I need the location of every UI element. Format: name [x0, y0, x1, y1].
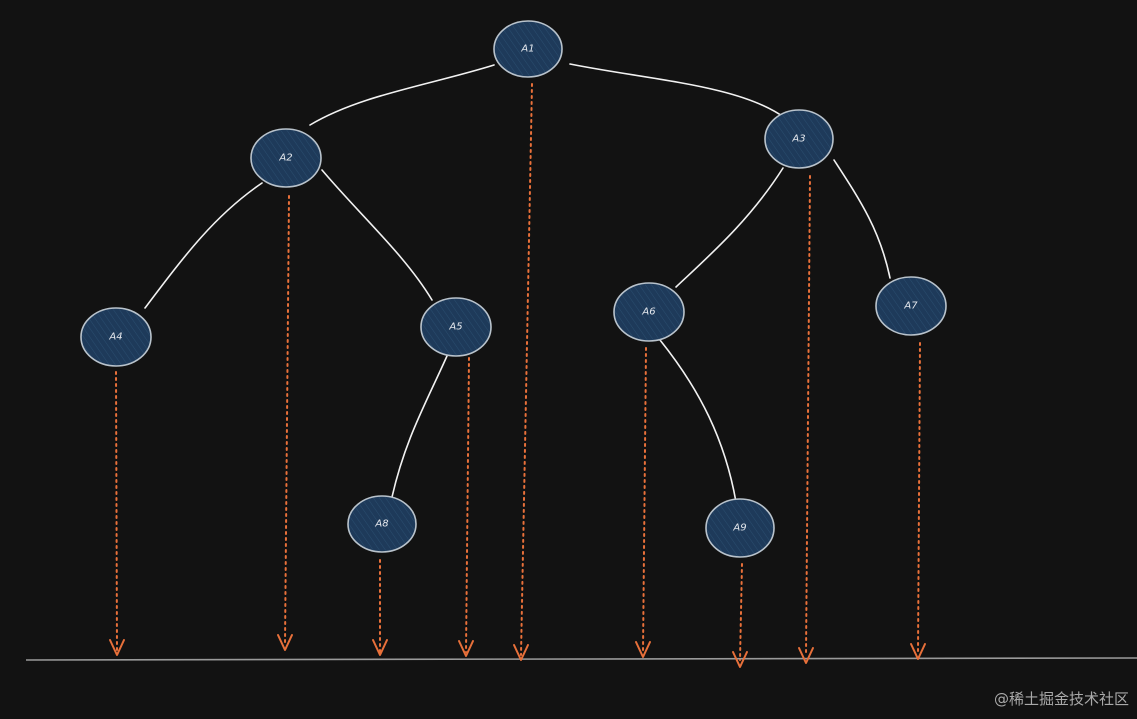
- edge-a3-a6: [675, 167, 784, 288]
- node-label-a2: A2: [278, 153, 292, 164]
- node-a6: A6: [613, 282, 685, 342]
- edge-a6-a9: [659, 339, 737, 503]
- projection-a1: [513, 83, 533, 661]
- watermark: @稀土掘金技术社区: [993, 690, 1129, 708]
- node-a9: A9: [705, 498, 775, 558]
- node-label-a4: A4: [108, 332, 122, 343]
- projection-a8: [372, 559, 388, 656]
- projection-a5: [458, 357, 474, 657]
- node-label-a8: A8: [374, 519, 388, 530]
- node-a5: A5: [420, 297, 492, 357]
- node-a4: A4: [80, 307, 152, 367]
- edges-layer: [144, 63, 891, 503]
- edge-a2-a4: [144, 182, 263, 309]
- projections-layer: [109, 83, 926, 668]
- edge-a1-a3: [569, 63, 786, 119]
- nodes-layer: A1 A2 A3 A4 A5 A6 A7: [80, 20, 947, 558]
- node-label-a6: A6: [641, 307, 655, 318]
- node-a2: A2: [250, 128, 322, 188]
- node-a8: A8: [347, 495, 417, 553]
- projection-a6: [635, 347, 651, 658]
- node-label-a9: A9: [732, 523, 746, 534]
- projection-a4: [109, 371, 125, 656]
- edge-a3-a7: [833, 159, 891, 279]
- node-label-a3: A3: [791, 134, 805, 145]
- projection-a2: [277, 195, 293, 651]
- edge-a1-a2: [309, 64, 495, 126]
- node-a3: A3: [764, 109, 834, 169]
- node-label-a7: A7: [903, 301, 918, 312]
- projection-a7: [910, 342, 926, 660]
- edge-a5-a8: [391, 355, 448, 498]
- projection-a9: [732, 563, 748, 668]
- projection-a3: [798, 175, 814, 664]
- node-label-a1: A1: [520, 44, 534, 55]
- node-label-a5: A5: [448, 322, 462, 333]
- baseline: [25, 657, 1137, 661]
- node-a7: A7: [875, 276, 947, 336]
- node-a1: A1: [493, 20, 563, 78]
- edge-a2-a5: [321, 169, 433, 301]
